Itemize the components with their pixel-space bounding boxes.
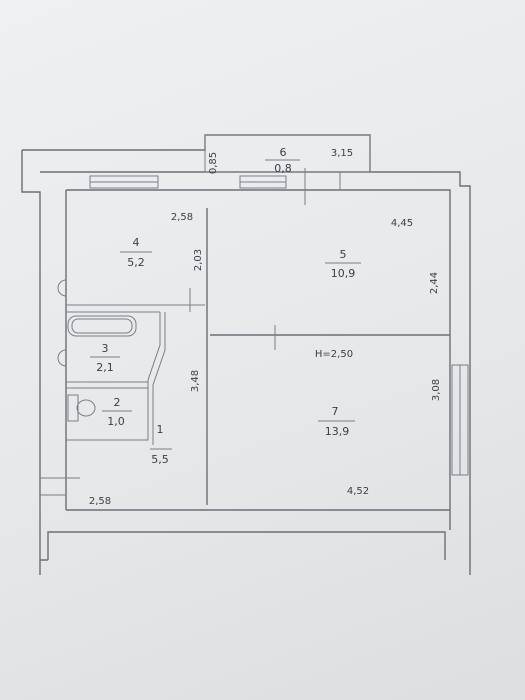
room-7-number: 7 [332,405,339,418]
room-1-area: 5,5 [151,453,169,466]
dim-room4-width: 2,58 [171,212,193,223]
dim-room5-width: 4,45 [391,218,413,229]
room-3-label: 3 2,1 [90,342,120,374]
balcony [204,134,371,205]
dim-corridor-depth: 3,48 [190,370,201,392]
interior-walls [66,208,450,505]
room-6-label: 6 0,8 [274,146,292,175]
ceiling-height: H=2,50 [315,349,353,360]
room-3-area: 2,1 [96,361,114,374]
room-5-number: 5 [340,248,347,261]
room-1-number: 1 [157,423,164,436]
room-4-area: 5,2 [127,256,145,269]
room-6-area: 0,8 [274,162,292,175]
room-2-label: 2 1,0 [102,396,132,428]
top-windows [89,172,341,190]
room-7-label: 7 13,9 [318,405,355,438]
room-5-label: 5 10,9 [325,248,361,280]
dim-room5-depth: 2,44 [429,272,440,294]
room-4-number: 4 [133,236,140,249]
room-7-area: 13,9 [325,425,350,438]
right-window [451,364,469,476]
sink-icons [57,279,67,367]
toilet [67,394,96,422]
room-1-label: 1 5,5 [150,423,172,466]
room-2-area: 1,0 [107,415,125,428]
dim-balcony-length: 3,15 [331,148,353,159]
dim-room7-depth: 3,08 [431,379,442,401]
room-3-number: 3 [102,342,109,355]
bathtub [67,315,137,337]
outer-walls [21,134,471,575]
room-6-number: 6 [280,146,287,159]
entry-marks [40,477,80,496]
dim-corridor-width: 2,58 [89,496,111,507]
room-2-number: 2 [114,396,121,409]
dim-balcony-width: 0,85 [208,152,219,174]
dim-room4-depth: 2,03 [193,249,204,271]
room-4-label: 4 5,2 [120,236,152,269]
room-5-area: 10,9 [331,267,356,280]
dim-room7-width: 4,52 [347,486,369,497]
